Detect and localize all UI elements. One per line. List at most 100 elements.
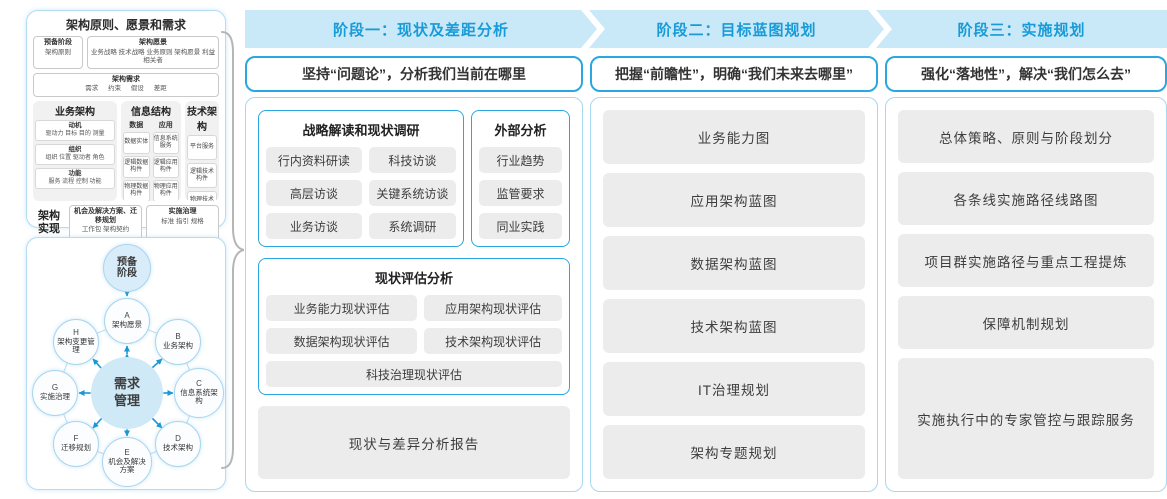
togaf-middle-row: 业务架构 动机 驱动力 目标 目的 测量 组织 组织 位置 驱动者 角色 功能 … bbox=[33, 100, 219, 201]
organization-title: 组织 bbox=[68, 145, 82, 153]
phase-1-subtitle-text: 坚持“问题论”，分析我们当前在哪里 bbox=[302, 66, 526, 82]
external-analysis-title: 外部分析 bbox=[494, 123, 547, 138]
assessment-item: 应用架构现状评估 bbox=[424, 295, 562, 321]
adm-node-b-label: 业务架构 bbox=[163, 341, 193, 351]
data-item: 数据实体 bbox=[123, 131, 150, 154]
technology-item: 平台服务 bbox=[187, 134, 217, 161]
application-column: 应用 信息系统服务 逻辑应用构件 物理应用构件 bbox=[152, 120, 179, 201]
brace-connector bbox=[221, 31, 244, 469]
architecture-realization-row: 架构实现 机会及解决方案、迁移规划 工作包 架构契约 实施治理 标准 指引 规格 bbox=[33, 204, 219, 241]
opportunity-migration-box: 机会及解决方案、迁移规划 工作包 架构契约 bbox=[69, 204, 142, 241]
adm-node-b-letter: B bbox=[175, 332, 181, 342]
organization-box: 组织 组织 位置 驱动者 角色 bbox=[35, 143, 115, 165]
phase-1-subtitle-box: 坚持“问题论”，分析我们当前在哪里 bbox=[245, 56, 583, 92]
information-structure-title: 信息结构 bbox=[131, 106, 171, 118]
adm-node-e-label: 机会及解决方案 bbox=[108, 456, 146, 475]
requirements-management-center-circle: 需求管理 bbox=[91, 357, 163, 429]
prep-phase-title: 预备阶段 bbox=[44, 39, 72, 46]
phase-2-subtitle-box: 把握“前瞻性”，明确“我们未来去哪里” bbox=[590, 56, 878, 92]
external-analysis-item: 行业趋势 bbox=[479, 147, 562, 173]
technology-architecture-title: 技术架构 bbox=[187, 106, 217, 133]
prep-phase-sub: 架构原则 bbox=[45, 48, 71, 56]
research-item: 关键系统访谈 bbox=[368, 180, 456, 206]
architecture-vision-title: 架构愿景 bbox=[139, 39, 167, 46]
phase-1-header-band: 阶段一：现状及差距分析 bbox=[245, 10, 597, 48]
architecture-vision-sub: 业务战略 技术战略 业务原则 架构愿景 利益相关者 bbox=[90, 48, 216, 65]
current-state-assessment-box: 现状评估分析 业务能力现状评估 应用架构现状评估 数据架构现状评估 技术架构现状… bbox=[258, 258, 570, 395]
adm-node-f-label: 迁移规划 bbox=[61, 443, 91, 453]
phase-3-header-text: 阶段三：实施规划 bbox=[957, 21, 1086, 39]
motivation-box: 动机 驱动力 目标 目的 测量 bbox=[35, 119, 115, 141]
business-architecture-section: 业务架构 动机 驱动力 目标 目的 测量 组织 组织 位置 驱动者 角色 功能 … bbox=[33, 100, 117, 201]
opportunity-migration-sub: 工作包 架构契约 bbox=[81, 226, 130, 234]
architecture-vision-box: 架构愿景 业务战略 技术战略 业务原则 架构愿景 利益相关者 bbox=[87, 36, 219, 69]
data-item: 物理数据构件 bbox=[123, 179, 150, 201]
assessment-item: 数据架构现状评估 bbox=[266, 328, 418, 354]
adm-node-h-label: 架构变更管理 bbox=[57, 336, 95, 355]
business-architecture-title: 业务架构 bbox=[55, 106, 95, 118]
phase-3-deliverable: 实施执行中的专家管控与跟踪服务 bbox=[898, 358, 1154, 479]
phase-1-column: 战略解读和现状调研 行内资料研读 科技访谈 高层访谈 关键系统访谈 业务访谈 系… bbox=[245, 97, 583, 492]
adm-cycle-panel: 预备阶段 A 架构愿景 B 业务架构 C 信息系统架构 D 技术架构 E 机会及… bbox=[26, 237, 226, 490]
adm-node-d: D 技术架构 bbox=[155, 421, 201, 467]
organization-sub: 组织 位置 驱动者 角色 bbox=[45, 154, 105, 161]
togaf-framework-panel: 架构原则、愿景和需求 预备阶段 架构原则 架构愿景 业务战略 技术战略 业务原则… bbox=[26, 10, 226, 241]
adm-prep-phase-label: 预备阶段 bbox=[117, 256, 137, 280]
architecture-requirements-box: 架构需求 需求 约束 假设 差距 bbox=[33, 72, 219, 97]
technology-item: 物理技术构件 bbox=[187, 191, 217, 201]
architecture-requirements-title: 架构需求 bbox=[112, 75, 140, 83]
research-item: 科技访谈 bbox=[368, 147, 456, 173]
function-box: 功能 服务 流程 控制 功能 bbox=[35, 167, 115, 189]
information-structure-section: 信息结构 数据 数据实体 逻辑数据构件 物理数据构件 应用 信息系统服务 逻辑应… bbox=[121, 100, 181, 201]
research-item: 行内资料研读 bbox=[266, 147, 362, 173]
phase-2-deliverable: 应用架构蓝图 bbox=[603, 173, 865, 227]
external-analysis-item: 同业实践 bbox=[479, 213, 562, 239]
adm-node-d-letter: D bbox=[175, 434, 181, 444]
phase-2-deliverable: IT治理规划 bbox=[603, 362, 865, 416]
phase-2-subtitle-text: 把握“前瞻性”，明确“我们未来去哪里” bbox=[615, 66, 853, 82]
togaf-top-row: 预备阶段 架构原则 架构愿景 业务战略 技术战略 业务原则 架构愿景 利益相关者 bbox=[33, 36, 219, 69]
data-item: 逻辑数据构件 bbox=[123, 155, 150, 178]
current-state-assessment-title: 现状评估分析 bbox=[374, 271, 453, 286]
application-column-title: 应用 bbox=[158, 121, 173, 129]
adm-node-f: F 迁移规划 bbox=[53, 421, 99, 467]
research-item: 系统调研 bbox=[368, 213, 456, 239]
architecture-requirements-sub: 需求 约束 假设 差距 bbox=[85, 85, 167, 93]
architecture-realization-label: 架构实现 bbox=[38, 210, 60, 235]
assessment-item: 业务能力现状评估 bbox=[266, 295, 418, 321]
phase-3-subtitle-text: 强化“落地性”，解决“我们怎么去” bbox=[921, 66, 1131, 82]
adm-node-h-letter: H bbox=[73, 327, 79, 337]
prep-phase-box: 预备阶段 架构原则 bbox=[33, 36, 83, 69]
adm-node-g-label: 实施治理 bbox=[40, 392, 70, 402]
togaf-panel-title: 架构原则、愿景和需求 bbox=[65, 18, 186, 32]
phase-2-column: 业务能力图 应用架构蓝图 数据架构蓝图 技术架构蓝图 IT治理规划 架构专题规划 bbox=[590, 97, 878, 492]
technology-architecture-section: 技术架构 平台服务 逻辑技术构件 物理技术构件 bbox=[185, 100, 219, 201]
phase-2-deliverable: 业务能力图 bbox=[603, 110, 865, 164]
adm-node-h: H 架构变更管理 bbox=[53, 319, 99, 365]
phase-3-header-band: 阶段三：实施规划 bbox=[876, 10, 1167, 48]
adm-node-g: G 实施治理 bbox=[32, 370, 78, 416]
adm-node-g-letter: G bbox=[51, 383, 59, 393]
assessment-item: 科技治理现状评估 bbox=[266, 361, 562, 387]
implementation-governance-sub: 标准 指引 规格 bbox=[161, 217, 204, 225]
adm-node-a-letter: A bbox=[124, 311, 130, 321]
phase-3-deliverable: 各条线实施路径线路图 bbox=[898, 172, 1154, 225]
adm-node-c-letter: C bbox=[196, 378, 202, 388]
opportunity-migration-title: 机会及解决方案、迁移规划 bbox=[74, 207, 137, 224]
adm-node-e-letter: E bbox=[124, 447, 130, 457]
phase-2-header-band: 阶段二：目标蓝图规划 bbox=[589, 10, 884, 48]
technology-item: 逻辑技术构件 bbox=[187, 163, 217, 189]
phase-2-deliverable: 架构专题规划 bbox=[603, 425, 865, 479]
adm-node-c: C 信息系统架构 bbox=[174, 368, 224, 418]
motivation-sub: 驱动力 目标 目的 测量 bbox=[45, 130, 105, 137]
data-column-title: 数据 bbox=[129, 121, 144, 129]
assessment-item: 技术架构现状评估 bbox=[424, 328, 562, 354]
motivation-title: 动机 bbox=[68, 121, 82, 129]
phase-3-deliverable: 保障机制规划 bbox=[898, 296, 1154, 349]
external-analysis-box: 外部分析 行业趋势 监管要求 同业实践 bbox=[471, 110, 570, 247]
phase-1-header-text: 阶段一：现状及差距分析 bbox=[332, 21, 509, 39]
requirements-management-label: 需求管理 bbox=[113, 376, 140, 408]
phase-3-deliverable: 总体策略、原则与阶段划分 bbox=[898, 110, 1154, 163]
application-item: 物理应用构件 bbox=[152, 179, 179, 201]
external-analysis-item: 监管要求 bbox=[479, 180, 562, 206]
